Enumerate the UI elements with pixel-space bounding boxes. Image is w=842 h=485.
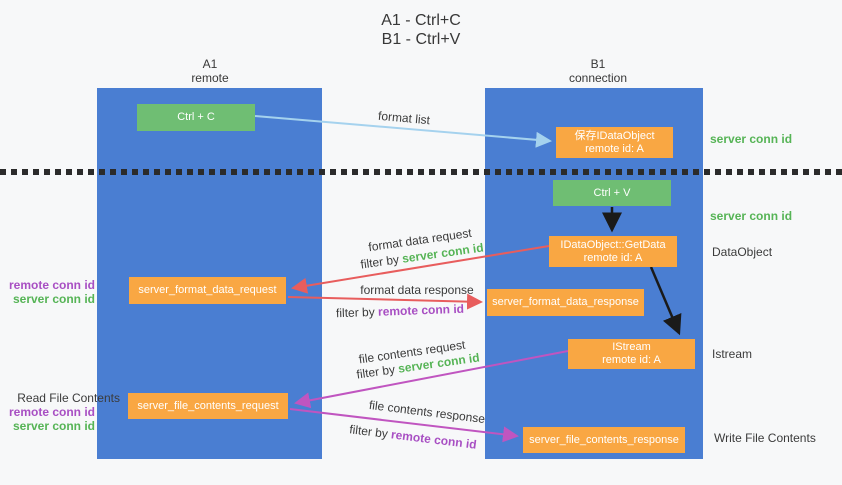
annotation-server-conn-id-2: server conn id [12, 419, 95, 433]
node-save-idataobject: 保存IDataObject remote id: A [556, 127, 673, 158]
node-server-format-data-response: server_format_data_response [487, 289, 644, 316]
node-idataobject-getdata: IDataObject::GetData remote id: A [549, 236, 677, 267]
arrow-file-contents-request [294, 350, 569, 409]
annotation-dataobject: DataObject [712, 245, 773, 259]
node-istream: IStream remote id: A [568, 339, 695, 369]
arrow-format-data-request [291, 245, 550, 294]
arrow-format-data-response [287, 293, 483, 310]
separator-dotted-line [0, 169, 842, 175]
node-istream-line2: remote id: A [602, 354, 661, 366]
annotation-server-conn-id-mid: server conn id [710, 209, 793, 223]
arrow-file-contents-response [289, 408, 519, 443]
node-ctrl-v: Ctrl + V [553, 180, 671, 206]
node-save-idataobject-line2: remote id: A [585, 142, 644, 155]
arrow-getdata-to-istream [649, 266, 682, 336]
arrow-format-list [254, 115, 552, 148]
column-header-a1: A1 remote [130, 57, 290, 85]
annotation-istream: Istream [712, 347, 753, 361]
annotation-server-conn-id-1: server conn id [12, 292, 95, 306]
column-b1-subtitle: connection [568, 71, 628, 85]
node-server-file-contents-request-label: server_file_contents_request [137, 399, 279, 412]
node-idataobject-getdata-line2: remote id: A [583, 251, 643, 264]
annotation-read-file-contents-group: Read File Contents remote conn id server… [9, 391, 120, 433]
annotation-remote-conn-id-1: remote conn id [8, 278, 95, 292]
node-server-file-contents-response: server_file_contents_response [523, 427, 685, 453]
node-istream-line1: IStream [612, 341, 651, 353]
node-server-format-data-request: server_format_data_request [129, 277, 286, 304]
filter-by-text: filter by [335, 304, 379, 321]
node-server-file-contents-response-label: server_file_contents_response [529, 433, 679, 446]
title-line-2: B1 - Ctrl+V [381, 31, 461, 48]
node-ctrl-c-label: Ctrl + C [177, 111, 215, 123]
column-b1-name: B1 [590, 57, 606, 71]
node-server-format-data-response-label: server_format_data_response [492, 296, 639, 308]
annotation-write-file-contents: Write File Contents [714, 431, 816, 445]
annotation-conn-ids-format: remote conn id server conn id [9, 278, 95, 306]
label-format-data-response: format data response [360, 283, 474, 297]
column-a1-subtitle: remote [191, 71, 229, 85]
remote-conn-id-text: remote conn id [377, 301, 465, 319]
node-ctrl-c: Ctrl + C [137, 104, 255, 131]
column-a1-name: A1 [202, 57, 218, 71]
node-save-idataobject-line1: 保存IDataObject [574, 129, 655, 142]
node-idataobject-getdata-line1: IDataObject::GetData [560, 238, 666, 251]
diagram-title: A1 - Ctrl+C B1 - Ctrl+V [0, 11, 842, 49]
node-ctrl-v-label: Ctrl + V [593, 186, 631, 199]
node-server-file-contents-request: server_file_contents_request [128, 393, 288, 419]
annotation-server-conn-id-top: server conn id [710, 132, 793, 146]
column-header-b1: B1 connection [518, 57, 678, 85]
annotation-read-file-contents: Read File Contents [17, 391, 120, 405]
annotation-remote-conn-id-2: remote conn id [8, 405, 95, 419]
title-line-1: A1 - Ctrl+C [381, 12, 461, 29]
node-server-format-data-request-label: server_format_data_request [138, 284, 277, 296]
